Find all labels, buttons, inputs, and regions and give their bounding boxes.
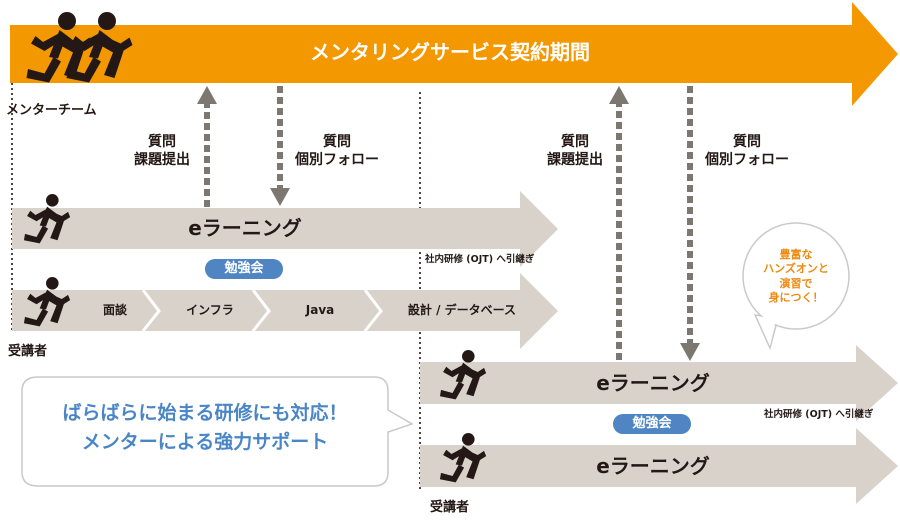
badge-text: 豊富な ハンズオンと 演習で 身につく！ <box>750 248 842 305</box>
dashed-arrow-up-icon <box>609 86 629 360</box>
phase1-question-submit-line2: 課題提出 <box>134 151 190 168</box>
phase1-study-session-badge: 勉強会 <box>205 259 283 279</box>
dashed-arrow-down-icon <box>270 86 290 206</box>
callout-line2: メンターによる強力サポート <box>81 431 329 454</box>
mentor-team-label: メンターチーム <box>6 103 97 118</box>
phase1-elearning-label: eラーニング <box>188 216 302 240</box>
phase1-question-follow-label: 質問 個別フォロー <box>282 134 392 169</box>
callout-bubble <box>21 376 414 487</box>
phase2-trainee-label: 受講者 <box>430 500 470 515</box>
badge-line3: 演習で <box>779 276 813 290</box>
phase2-question-follow-line2: 個別フォロー <box>705 151 789 168</box>
phase1-elearning-arrow <box>12 191 558 267</box>
phase2-elearning-label-2: eラーニング <box>596 454 710 478</box>
badge-line4: 身につく！ <box>768 290 824 304</box>
phase1-handover-label: 社内研修 (OJT) へ引継ぎ <box>425 254 535 265</box>
phase2-elearning-arrow-2 <box>420 428 898 504</box>
badge-line1: 豊富な <box>779 248 813 261</box>
phase1-steps-arrow <box>12 273 558 349</box>
phase2-question-follow-line1: 質問 <box>733 134 761 150</box>
phase1-step-java: Java <box>305 303 335 317</box>
handson-badge <box>742 222 850 351</box>
phase1-step-infra: インフラ <box>186 303 234 317</box>
phase1-question-submit-line1: 質問 <box>148 134 176 150</box>
phase2-study-session-badge: 勉強会 <box>613 414 691 434</box>
phase2-elearning-label-1: eラーニング <box>596 371 710 395</box>
phase1-question-follow-line1: 質問 <box>323 134 351 150</box>
phase1-step-interview: 面談 <box>102 303 127 317</box>
phase2-question-follow-label: 質問 個別フォロー <box>692 134 802 169</box>
phase1-trainee-label: 受講者 <box>8 344 48 359</box>
contract-title: メンタリングサービス契約期間 <box>310 40 590 64</box>
badge-line2: ハンズオンと <box>763 262 829 276</box>
phase2-handover-label: 社内研修 (OJT) へ引継ぎ <box>764 409 874 420</box>
phase2-elearning-arrow-1 <box>420 345 898 421</box>
phase1-question-submit-label: 質問 課題提出 <box>122 134 202 169</box>
phase1-question-follow-line2: 個別フォロー <box>295 151 379 168</box>
phase1-step-design-db: 設計 / データベース <box>407 303 517 317</box>
callout-text: ばらばらに始まる研修にも対応！ メンターによる強力サポート <box>24 399 386 458</box>
callout-line1: ばらばらに始まる研修にも対応！ <box>62 402 348 424</box>
phase2-question-submit-line1: 質問 <box>561 134 589 150</box>
contract-arrow <box>10 2 898 106</box>
dashed-arrow-up-icon <box>197 86 217 207</box>
phase2-question-submit-line2: 課題提出 <box>547 151 603 168</box>
phase2-question-submit-label: 質問 課題提出 <box>535 134 615 169</box>
dashed-arrow-down-icon <box>680 86 700 361</box>
phase1-step-separators <box>141 289 383 332</box>
